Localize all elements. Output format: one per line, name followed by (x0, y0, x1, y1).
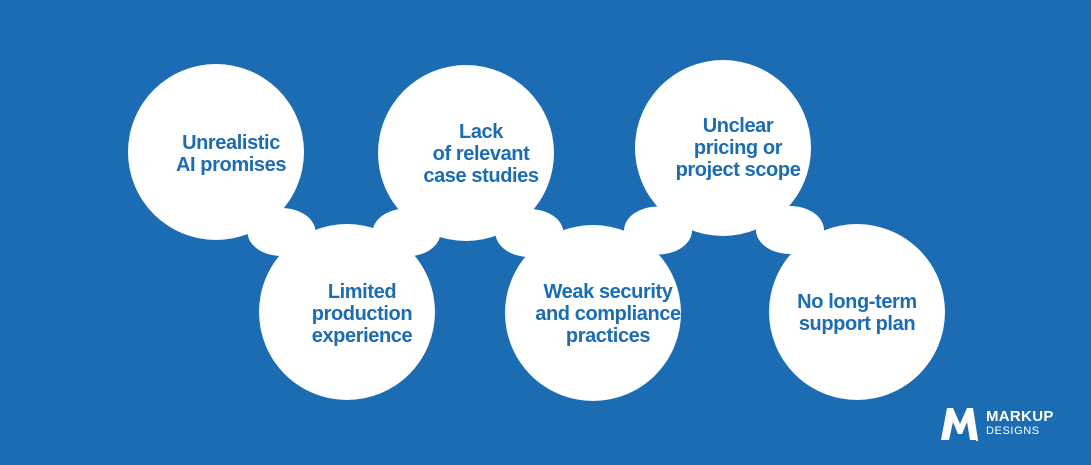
bubble-text-line: No long-term (797, 291, 917, 313)
bubble-text-line: of relevant (432, 143, 530, 165)
logo-name: MARKUP (986, 408, 1054, 425)
bubble-connector (624, 206, 692, 255)
bubble-text-line: pricing or (693, 137, 783, 159)
bubble-connector (247, 208, 316, 256)
bubble-text-line: practices (565, 325, 651, 347)
markup-designs-logo: MARKUP DESIGNS (938, 404, 1054, 442)
bubble-circle (505, 225, 681, 401)
bubble-text-line: support plan (798, 313, 916, 335)
bubble-circle (635, 60, 811, 236)
bubble-connector (756, 206, 824, 254)
bubble-text-line: Weak security (543, 281, 673, 303)
bubble-text-line: production (311, 303, 413, 325)
bubble-text-line: and compliance (535, 303, 681, 325)
bubble-text-line: Limited (327, 281, 397, 303)
bubble-text-line: Lack (459, 121, 503, 143)
markup-m-logo-icon (941, 408, 978, 441)
bubble-weak-security-compliance: Weak security and compliance practices (523, 244, 693, 384)
bubble-limited-production-experience: Limited production experience (277, 244, 447, 384)
logo-tagline: DESIGNS (986, 425, 1040, 437)
bubble-circle (378, 65, 554, 241)
bubble-circle (769, 224, 945, 400)
bubble-lack-of-relevant-case-studies: Lack of relevant case studies (396, 84, 566, 224)
bubble-text-line: experience (311, 325, 413, 347)
bubble-connector (372, 208, 441, 257)
bubble-circle (128, 64, 304, 240)
bubble-text-line: Unclear (702, 115, 774, 137)
bubble-text-line: AI promises (175, 154, 287, 176)
bubble-unrealistic-ai-promises: Unrealistic AI promises (146, 84, 316, 224)
bubble-text-line: Unrealistic (182, 132, 280, 154)
bubble-no-long-term-support: No long-term support plan (772, 243, 942, 383)
bubble-circle (259, 224, 435, 400)
bubble-text-line: case studies (423, 165, 539, 187)
bubble-unclear-pricing-scope: Unclear pricing or project scope (653, 78, 823, 218)
bubble-text-line: project scope (675, 159, 801, 181)
bubble-connector (495, 209, 564, 257)
